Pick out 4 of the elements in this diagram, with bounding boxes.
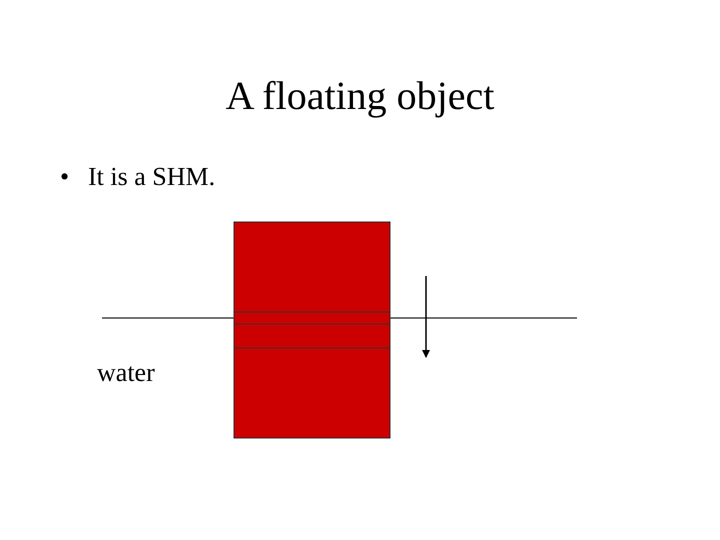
- water-label: water: [97, 358, 155, 388]
- slide-title: A floating object: [226, 72, 494, 119]
- bullet-marker: •: [60, 162, 70, 192]
- bullet-text: It is a SHM.: [88, 162, 216, 192]
